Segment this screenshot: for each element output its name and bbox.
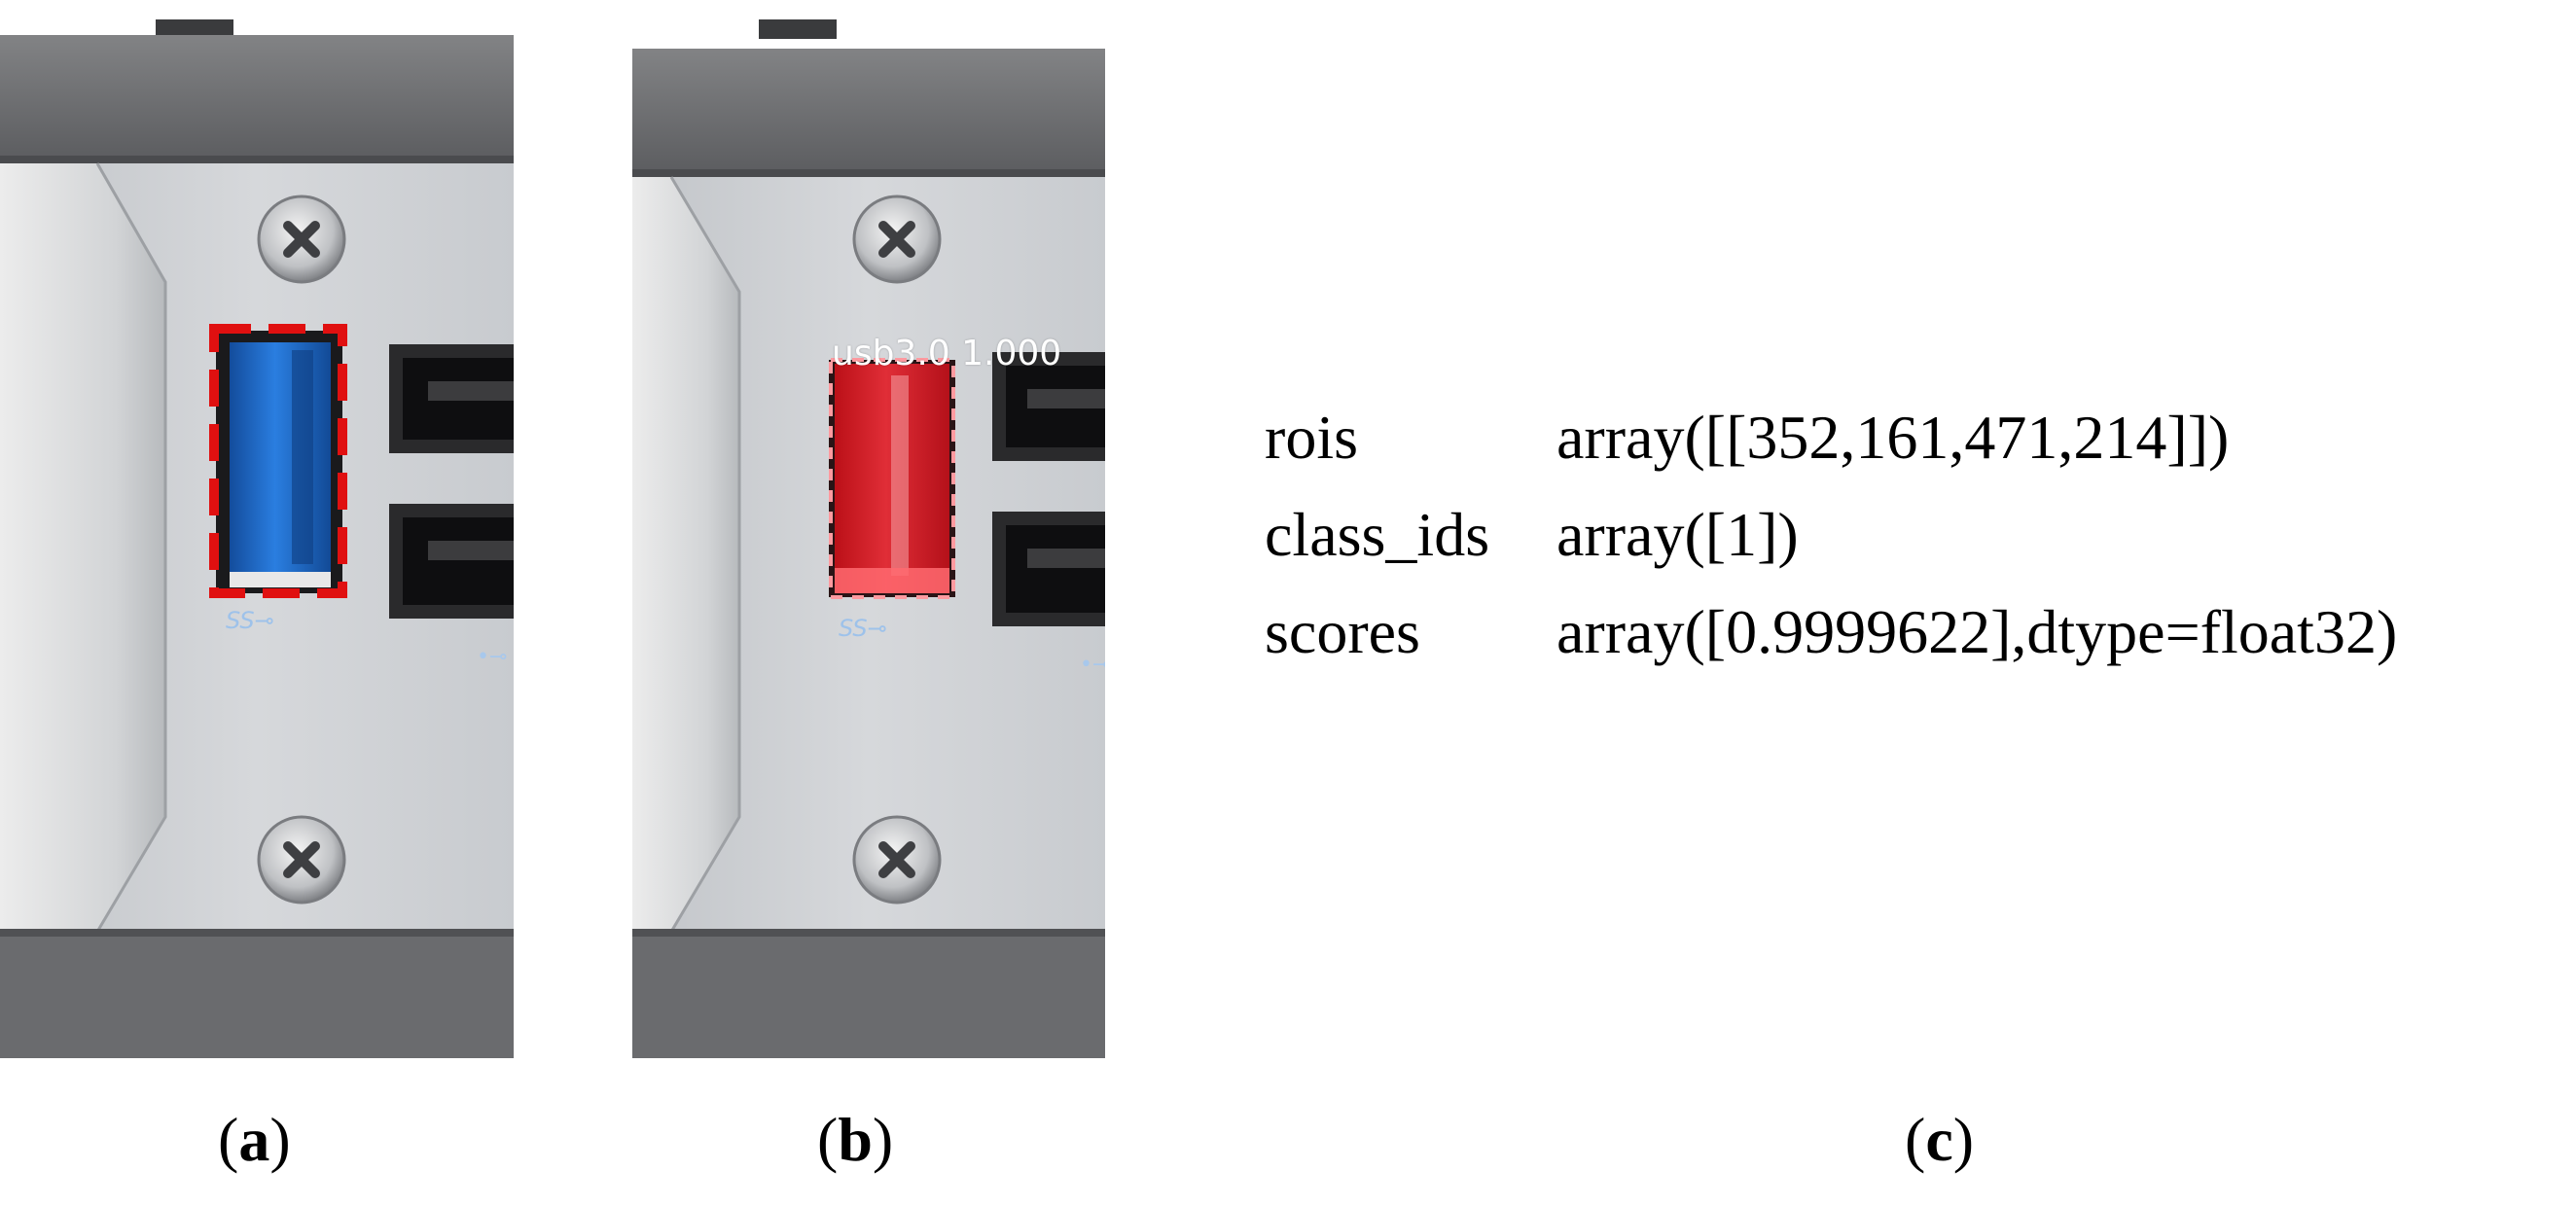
panel-b-image: SS⊸ •⊸ usb3.0 1.000 bbox=[632, 0, 1105, 1058]
top-housing bbox=[0, 35, 514, 160]
result-value: array([1]) bbox=[1556, 500, 1799, 569]
detection-label: usb3.0 1.000 bbox=[832, 334, 1062, 373]
ss-logo-icon: SS⊸ bbox=[839, 615, 887, 642]
top-housing bbox=[632, 49, 1105, 173]
screw-bottom bbox=[257, 815, 346, 904]
usb2-port-upper bbox=[992, 352, 1105, 461]
caption-b: (b) bbox=[817, 1105, 894, 1174]
caption-a: (a) bbox=[218, 1105, 291, 1174]
result-key: rois bbox=[1265, 403, 1358, 472]
usb2-port-lower bbox=[992, 512, 1105, 626]
result-value: array([[352,161,471,214]]) bbox=[1556, 403, 2230, 472]
left-bezel bbox=[632, 177, 739, 932]
screw-top bbox=[257, 195, 346, 284]
screw-top bbox=[852, 195, 942, 284]
top-clip bbox=[156, 19, 233, 39]
left-bezel bbox=[0, 163, 165, 932]
usb-logo-icon: •⊸ bbox=[1080, 653, 1105, 677]
bottom-housing bbox=[632, 929, 1105, 1058]
result-row-rois: rois array([[352,161,471,214]]) bbox=[1265, 389, 2397, 486]
usb-logo-icon: •⊸ bbox=[477, 645, 507, 669]
detection-results: rois array([[352,161,471,214]]) class_id… bbox=[1265, 389, 2397, 681]
result-row-scores: scores array([0.9999622],dtype=float32) bbox=[1265, 584, 2397, 681]
caption-c: (c) bbox=[1905, 1105, 1975, 1174]
ground-truth-box bbox=[209, 324, 347, 598]
usb-port-photo-b: SS⊸ •⊸ bbox=[632, 19, 1105, 1058]
result-row-class-ids: class_ids array([1]) bbox=[1265, 486, 2397, 584]
detection-mask bbox=[829, 358, 955, 599]
bottom-housing bbox=[0, 929, 514, 1058]
usb-port-photo-a: SS⊸ •⊸ bbox=[0, 19, 514, 1058]
result-key: scores bbox=[1265, 597, 1420, 666]
result-key: class_ids bbox=[1265, 500, 1490, 569]
ss-logo-icon: SS⊸ bbox=[226, 607, 274, 634]
screw-bottom bbox=[852, 815, 942, 904]
usb2-port-upper bbox=[389, 344, 514, 453]
panel-a-image: SS⊸ •⊸ bbox=[0, 0, 514, 1058]
result-value: array([0.9999622],dtype=float32) bbox=[1556, 597, 2398, 666]
usb2-port-lower bbox=[389, 504, 514, 619]
usb3-port bbox=[216, 331, 342, 593]
